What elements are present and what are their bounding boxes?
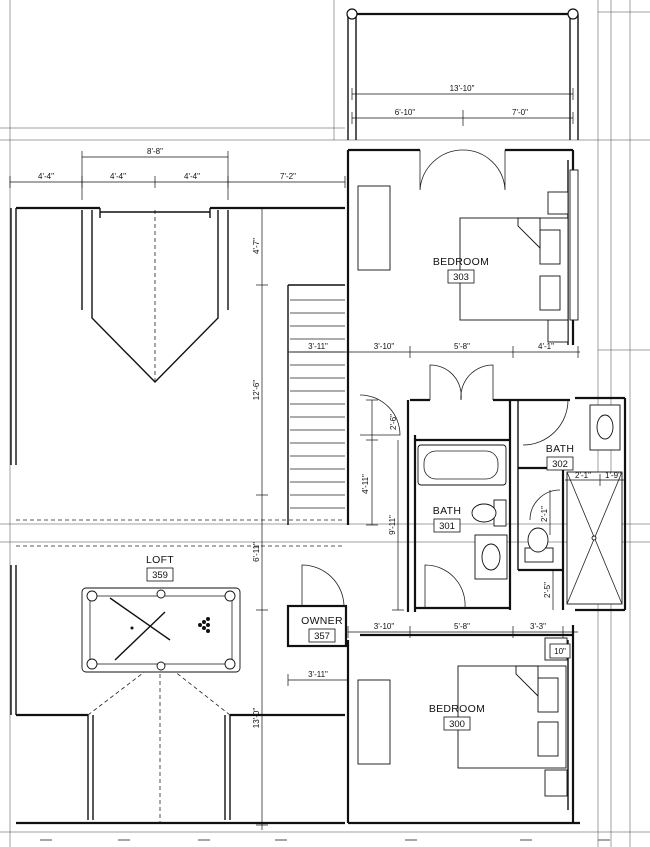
dim-label: 6'-10" <box>395 108 416 117</box>
dim-3-11-lower: 3'-11" <box>287 670 349 686</box>
room-label-owner-357: OWNER 357 <box>301 615 343 643</box>
dim-label: 13'-10" <box>450 84 475 93</box>
dim-label: 1'-9" <box>605 471 621 480</box>
balcony <box>346 8 579 140</box>
room-name: BEDROOM <box>429 703 485 715</box>
room-name: OWNER <box>301 615 343 627</box>
dim-label: 7'-0" <box>512 108 528 117</box>
dim-label: 2'-6" <box>389 414 398 430</box>
furniture <box>81 185 623 797</box>
dim-label: 5'-8" <box>454 342 470 351</box>
room-name: BATH <box>546 443 574 455</box>
dim-label: 4'-11" <box>361 474 370 494</box>
dim-label: 4'-7" <box>252 238 261 254</box>
dim-label: 3'-3" <box>530 622 546 631</box>
dim-13-10: 13'-10" <box>351 84 574 100</box>
room-label-bath-302: BATH 302 <box>546 443 574 471</box>
dim-row-loft-top: 4'-4" 4'-4" 4'-4" 7'-2" <box>9 172 346 188</box>
room-label-bath-301: BATH 301 <box>433 505 461 533</box>
dim-label: 2'-5" <box>543 582 552 598</box>
room-name: LOFT <box>146 554 174 566</box>
dim-label: 3'-10" <box>374 622 395 631</box>
stairs <box>290 299 345 509</box>
dim-label: 4'-1" <box>538 342 554 351</box>
dim-label: 4'-4" <box>110 172 126 181</box>
room-number: 303 <box>453 272 469 283</box>
dim-label: 3'-10" <box>374 342 395 351</box>
dim-8-8: 8'-8" <box>81 147 229 200</box>
dim-label: 6'-11" <box>252 542 261 562</box>
room-number: 302 <box>552 459 568 470</box>
dim-label: 13'-0" <box>252 708 261 729</box>
dim-label: 8'-8" <box>147 147 163 156</box>
dim-bath302: 2'-1" 1'-9" 2'-1" 2'-5" <box>540 471 625 610</box>
dim-label: 2'-1" <box>575 471 591 480</box>
dim-label: 9'-11" <box>388 515 397 535</box>
room-name: BEDROOM <box>433 256 489 268</box>
dim-label: 10" <box>554 647 566 656</box>
room-number: 301 <box>439 521 455 532</box>
room-label-loft-359: LOFT 359 <box>146 554 174 582</box>
doors <box>301 149 569 609</box>
room-number: 357 <box>314 631 330 642</box>
rack-of-balls <box>198 617 210 633</box>
room-name: BATH <box>433 505 461 517</box>
dim-label: 4'-4" <box>38 172 54 181</box>
dim-label: 5'-8" <box>454 622 470 631</box>
dim-label: 3'-11" <box>308 670 328 679</box>
dim-row-mid-upper: 3'-11" 3'-10" 5'-8" 4'-1" <box>287 342 580 358</box>
dim-vertical-stairs: 4'-7" 12'-6" 6'-11" 13'-0" <box>252 207 268 830</box>
room-number: 359 <box>152 570 168 581</box>
dim-label: 4'-4" <box>184 172 200 181</box>
dim-row-mid-lower: 3'-10" 5'-8" 3'-3" <box>347 622 578 638</box>
dim-vert-bath301: 2'-6" 4'-11" 9'-11" <box>361 399 404 611</box>
dim-6-10-7-0: 6'-10" 7'-0" <box>351 108 574 126</box>
dim-label: 2'-1" <box>540 506 549 522</box>
dormers <box>16 208 345 823</box>
room-number: 300 <box>449 719 465 730</box>
dim-label: 3'-11" <box>308 342 328 351</box>
pool-table <box>81 587 241 673</box>
dim-10: 10" <box>549 643 571 659</box>
dim-label: 12'-6" <box>252 380 261 401</box>
room-label-bedroom-303: BEDROOM 303 <box>433 256 489 284</box>
dim-label: 7'-2" <box>280 172 296 181</box>
room-label-bedroom-300: BEDROOM 300 <box>429 703 485 731</box>
